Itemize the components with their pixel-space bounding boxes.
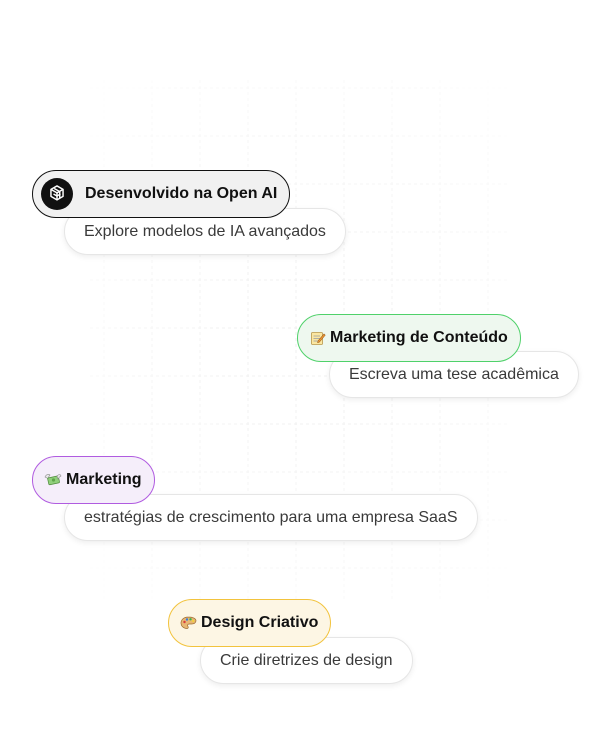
palette-icon — [180, 615, 197, 631]
tag-title: Marketing de Conteúdo — [330, 329, 508, 346]
tag-title: Marketing — [66, 471, 142, 488]
memo-icon — [310, 330, 326, 346]
tag-developed-on-openai[interactable]: Desenvolvido na Open AI — [32, 170, 291, 218]
tag-content-marketing[interactable]: Marketing de Conteúdo — [297, 314, 521, 362]
tag-marketing[interactable]: Marketing — [32, 456, 155, 504]
openai-logo-icon — [41, 178, 73, 210]
tag-title: Design Criativo — [201, 614, 319, 631]
money-wings-icon — [44, 472, 62, 488]
tag-title: Desenvolvido na Open AI — [85, 185, 278, 202]
prompt-text: estratégias de crescimento para uma empr… — [84, 508, 458, 526]
tag-creative-design[interactable]: Design Criativo — [168, 599, 332, 647]
prompt-text: Explore modelos de IA avançados — [84, 222, 326, 240]
prompt-text: Escreva uma tese acadêmica — [349, 365, 559, 383]
prompt-text: Crie diretrizes de design — [220, 651, 393, 669]
